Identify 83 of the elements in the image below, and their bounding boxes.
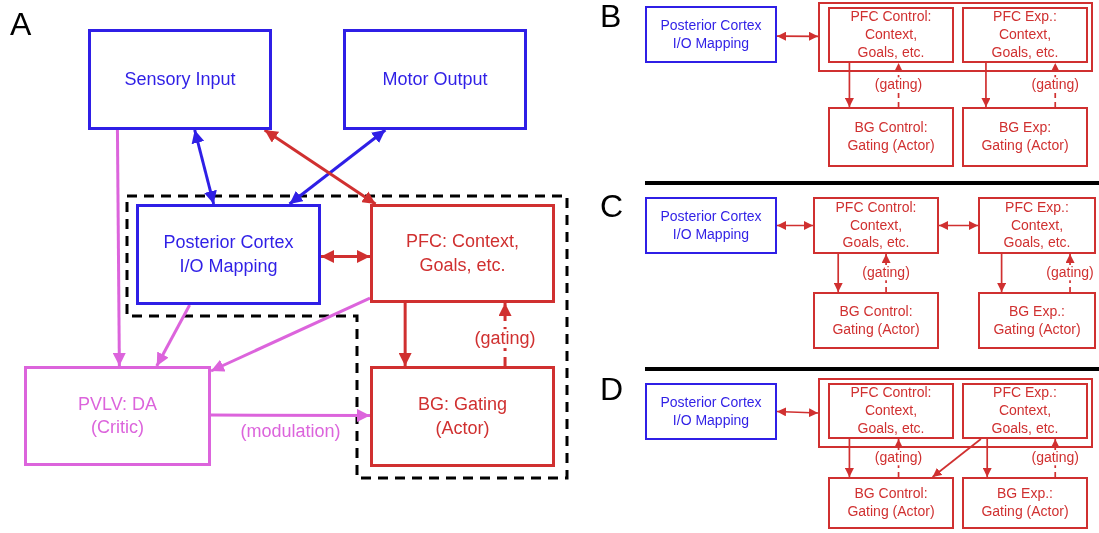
process-box <box>813 292 939 349</box>
arrow <box>894 438 904 478</box>
process-box <box>813 197 939 254</box>
panel-letter: C <box>600 190 624 222</box>
box-label: Posterior Cortex I/O Mapping <box>659 393 763 430</box>
box-label: PFC Exp.: Context, Goals, etc. <box>990 8 1060 62</box>
arrow <box>288 128 387 206</box>
box-label: PFC Exp.: Context, Goals, etc. <box>1002 198 1072 253</box>
box-label: BG Exp.: Gating (Actor) <box>992 302 1082 339</box>
process-box <box>370 204 555 303</box>
process-box <box>136 204 321 305</box>
arrow <box>1050 62 1060 108</box>
edge-label: (gating) <box>472 328 538 349</box>
process-box <box>370 366 555 467</box>
process-box <box>962 477 1088 529</box>
arrow <box>894 62 904 108</box>
process-box <box>962 7 1088 63</box>
arrow <box>1065 253 1075 293</box>
edge-label: (gating) <box>872 77 925 93</box>
edge-label: (gating) <box>860 265 912 281</box>
arrow <box>981 62 991 108</box>
arrow <box>844 62 854 108</box>
arrow <box>321 250 370 263</box>
panel-letter: B <box>600 0 622 32</box>
group-box <box>818 2 1093 72</box>
process-box <box>645 383 777 440</box>
process-box <box>828 383 954 439</box>
box-label: Posterior Cortex I/O Mapping <box>162 231 295 278</box>
box-label: Motor Output <box>382 68 488 91</box>
arrow <box>982 438 992 478</box>
edge-label: (gating) <box>872 450 925 466</box>
process-box <box>828 107 954 167</box>
process-box <box>978 292 1096 349</box>
box-label: BG Control: Gating (Actor) <box>846 119 936 155</box>
arrow <box>112 130 126 366</box>
process-box <box>978 197 1096 254</box>
box-label: Posterior Cortex I/O Mapping <box>659 207 763 244</box>
panel-letter: D <box>600 373 624 405</box>
edge-label: (gating) <box>1044 265 1096 281</box>
process-box <box>962 383 1088 439</box>
edge-label: (gating) <box>1029 450 1081 466</box>
process-box <box>962 107 1088 167</box>
box-label: BG: Gating (Actor) <box>416 393 508 440</box>
arrow <box>881 253 891 293</box>
box-label: PFC Control: Context, Goals, etc. <box>849 8 933 62</box>
arrow <box>498 303 512 366</box>
process-box <box>828 477 954 529</box>
arrow <box>155 304 191 367</box>
box-label: BG Control: Gating (Actor) <box>831 302 921 339</box>
process-box <box>343 29 527 130</box>
edge-label: (gating) <box>1029 77 1081 93</box>
arrow <box>211 408 370 422</box>
arrow <box>1050 438 1060 478</box>
box-label: BG Exp: Gating (Actor) <box>980 119 1070 155</box>
process-box <box>24 366 211 466</box>
arrow <box>263 128 377 206</box>
arrow <box>931 438 982 478</box>
group-box <box>818 378 1093 448</box>
arrow <box>997 253 1007 293</box>
box-label: Posterior Cortex I/O Mapping <box>659 16 763 53</box>
process-box <box>645 197 777 254</box>
arrow <box>776 221 814 230</box>
process-box <box>88 29 272 130</box>
box-label: Sensory Input <box>124 68 236 91</box>
arrow <box>210 296 371 373</box>
box-label: BG Control: Gating (Actor) <box>846 485 936 521</box>
arrow <box>776 31 819 41</box>
box-label: PVLV: DA (Critic) <box>77 392 158 439</box>
box-label: PFC Control: Context, Goals, etc. <box>834 198 918 253</box>
arrow <box>398 303 412 366</box>
arrow <box>191 129 217 205</box>
panel-letter: A <box>10 8 32 40</box>
box-label: BG Exp.: Gating (Actor) <box>980 485 1070 521</box>
arrow <box>776 407 819 418</box>
process-box <box>645 6 777 63</box>
box-label: PFC Exp.: Context, Goals, etc. <box>990 384 1060 438</box>
arrow <box>844 438 854 478</box>
process-box <box>828 7 954 63</box>
box-label: PFC: Context, Goals, etc. <box>404 230 520 277</box>
edge-label: (modulation) <box>238 422 343 443</box>
arrow <box>833 253 843 293</box>
arrow <box>938 221 979 230</box>
box-label: PFC Control: Context, Goals, etc. <box>849 384 933 438</box>
